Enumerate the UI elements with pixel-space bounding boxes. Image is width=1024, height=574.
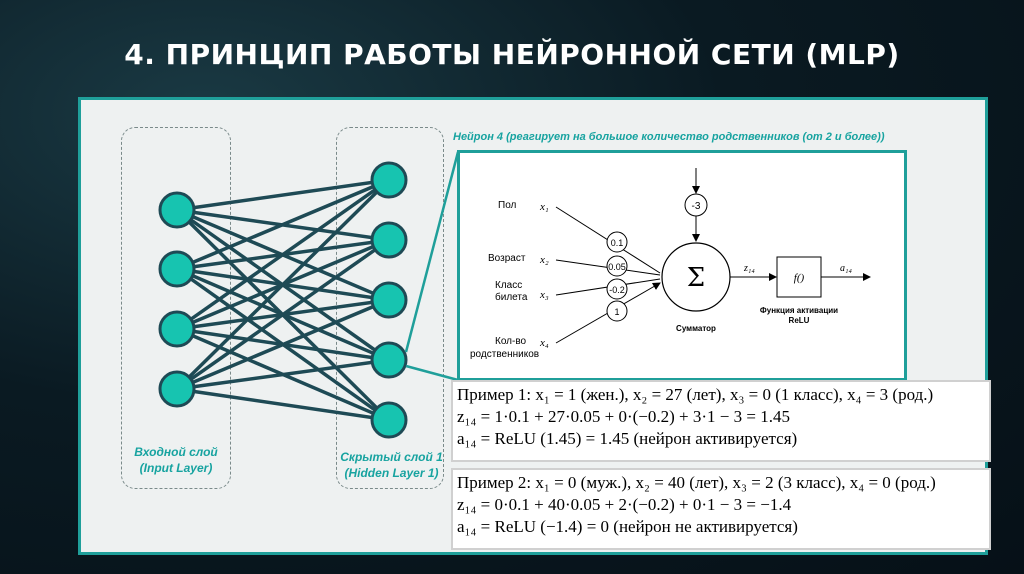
example-1-line1: Пример 1: x₁ = 1 (жен.), x₂ = 27 (лет), …	[457, 385, 934, 404]
example-2-line3: a₁₄ = ReLU (−1.4) = 0 (нейрон не активир…	[457, 517, 798, 536]
zoom-connector	[404, 151, 460, 382]
edge-4-2	[175, 238, 391, 391]
hidden-layer-label: Скрытый слой 1 (Hidden Layer 1)	[329, 449, 454, 481]
example-1-line3: a₁₄ = ReLU (1.45) = 1.45 (нейрон активир…	[457, 429, 798, 448]
weight-2: 0.05	[606, 255, 628, 277]
hidden-node-4	[370, 341, 408, 379]
example-2-line2: z₁₄ = 0·0.1 + 40·0.05 + 2·(−0.2) + 0·1 −…	[457, 495, 792, 514]
network-graph	[158, 161, 408, 439]
input-node-1	[158, 191, 196, 229]
input-node-2	[158, 250, 196, 288]
weight-3: -0.2	[606, 278, 628, 300]
edge-1-1	[176, 178, 390, 212]
weight-1: 0.1	[606, 231, 628, 253]
example-1-line2: z₁₄ = 1·0.1 + 27·0.05 + 0·(−0.2) + 3·1 −…	[457, 407, 790, 426]
output-label: a₁₄	[840, 263, 852, 274]
zoom-connector-top	[404, 151, 460, 353]
sum-symbol: Σ	[687, 263, 705, 293]
input-layer-label-line1: Входной слой	[134, 445, 218, 459]
input-node-4	[158, 370, 196, 408]
hidden-node-3	[370, 281, 408, 319]
hidden-node-2	[370, 221, 408, 259]
input-layer-label-line2: (Input Layer)	[139, 461, 213, 475]
z-label: z₁₄	[743, 263, 755, 274]
input-label-class: Класс	[495, 280, 522, 291]
activation-label-1: Функция активации	[760, 306, 838, 315]
summator-label: Сумматор	[676, 324, 716, 333]
example-2-line1: Пример 2: x₁ = 0 (муж.), x₂ = 40 (лет), …	[457, 473, 936, 492]
weight-4: 1	[606, 300, 628, 322]
edge-2-1	[176, 178, 390, 271]
hidden-node-1	[370, 161, 408, 199]
slide-title: 4. ПРИНЦИП РАБОТЫ НЕЙРОННОЙ СЕТИ (MLP)	[124, 38, 900, 71]
input-label-age: Возраст	[488, 253, 526, 264]
hidden-layer-label-line1: Скрытый слой 1	[340, 450, 443, 464]
example-1: Пример 1: x₁ = 1 (жен.), x₂ = 27 (лет), …	[451, 380, 991, 462]
hidden-layer-label-line2: (Hidden Layer 1)	[344, 466, 439, 480]
edge-4-4	[176, 358, 390, 391]
edge-4-1	[175, 178, 391, 391]
edge-4-5	[176, 387, 390, 422]
var-x4: x₄	[539, 337, 549, 349]
example-2: Пример 2: x₁ = 0 (муж.), x₂ = 40 (лет), …	[451, 468, 991, 550]
input-label-sex: Пол	[498, 200, 517, 211]
svg-text:0.05: 0.05	[608, 262, 626, 272]
input-node-3	[158, 310, 196, 348]
activation-label-2: ReLU	[789, 316, 810, 325]
input-layer-label: Входной слой (Input Layer)	[116, 444, 236, 476]
edge-3-1	[175, 178, 391, 331]
neuron-diagram-box: Пол Возраст Класс билета Кол-во родствен…	[457, 150, 907, 381]
neuron-title: Нейрон 4 (реагирует на большое количеств…	[453, 131, 885, 143]
input-label-relatives: Кол-во	[495, 336, 527, 347]
hidden-node-5	[370, 401, 408, 439]
input-label-class2: билета	[495, 291, 528, 303]
bias-value: -3	[692, 201, 701, 212]
svg-text:0.1: 0.1	[611, 238, 624, 248]
var-x2: x₂	[539, 254, 549, 266]
input-label-relatives2: родственников	[470, 349, 539, 360]
activation-box	[776, 256, 822, 298]
zoom-connector-bottom	[405, 364, 459, 382]
edge-4-3	[176, 298, 390, 391]
svg-text:1: 1	[614, 307, 619, 317]
neuron-diagram: Пол Возраст Класс билета Кол-во родствен…	[470, 168, 871, 360]
content-panel: Входной слой (Input Layer) Скрытый слой …	[78, 97, 991, 555]
activation-f: f()	[794, 272, 805, 284]
var-x1: x₁	[539, 201, 549, 213]
svg-text:-0.2: -0.2	[609, 285, 625, 295]
var-x3: x₃	[539, 289, 549, 301]
